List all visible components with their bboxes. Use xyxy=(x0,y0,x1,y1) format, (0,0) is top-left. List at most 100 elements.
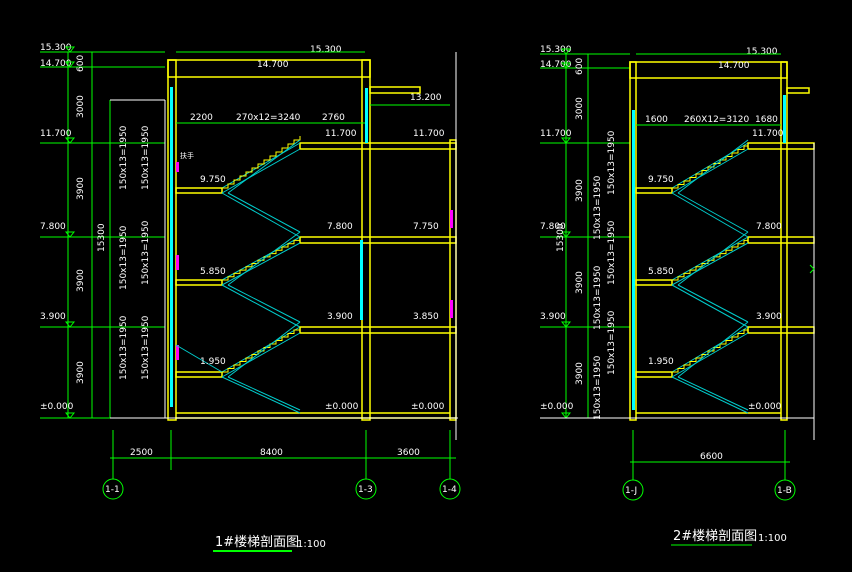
d1-top-level-13200: 13.200 xyxy=(410,93,442,103)
d1-top-labels: 15.300 14.700 13.200 2200 270x12=3240 27… xyxy=(180,45,442,160)
d1-right-3850: 3.850 xyxy=(413,312,439,322)
d1-top-level-14700: 14.700 xyxy=(257,60,289,70)
d2-floor-3900: 3.900 xyxy=(756,312,782,322)
d2-stair-dim-6: 150x13=1950 xyxy=(607,310,617,375)
d2-stair-dim-2: 150x13=1950 xyxy=(607,130,617,195)
d2-stair-dim-3: 150x13=1950 xyxy=(593,265,603,330)
d2-top-dim-1680: 1680 xyxy=(755,115,778,125)
d1-left-levels: 15.300 14.700 11.700 7.800 3.900 ±0.000 xyxy=(40,43,74,412)
d1-landing-5850: 5.850 xyxy=(200,267,226,277)
d2-frame-lines xyxy=(540,143,815,440)
d1-dim-3900c: 3900 xyxy=(76,361,86,384)
d2-dim-600: 600 xyxy=(575,58,585,75)
d2-axis-1: 1-J xyxy=(625,486,637,496)
d1-stairs xyxy=(175,136,301,414)
d2-stairs xyxy=(671,139,749,414)
d2-level-3900: 3.900 xyxy=(540,312,566,322)
d1-level-0: ±0.000 xyxy=(40,402,74,412)
d2-dim-6600: 6600 xyxy=(700,452,723,462)
d2-stair-dim-texts: 150x13=1950 150x13=1950 150x13=1950 150x… xyxy=(593,130,617,420)
d1-axis-3: 1-4 xyxy=(442,485,457,495)
d2-top-dim-line xyxy=(636,53,781,126)
d2-level-11700: 11.700 xyxy=(540,129,572,139)
d2-top-level-15300: 15.300 xyxy=(746,47,778,57)
d1-floor-7800: 7.800 xyxy=(327,222,353,232)
d2-dim-3900c: 3900 xyxy=(575,362,585,385)
d2-dim-3000: 3000 xyxy=(575,97,585,120)
d2-floor-0: ±0.000 xyxy=(748,402,782,412)
d1-scale: 1:100 xyxy=(297,539,326,550)
d2-stair-dim-1: 150x13=1950 xyxy=(593,175,603,240)
d1-landing-levels: 9.750 5.850 1.950 11.700 7.800 3.900 ±0.… xyxy=(200,129,445,412)
d2-axis-2: 1-B xyxy=(777,486,792,496)
d2-dim-3900b: 3900 xyxy=(575,271,585,294)
d2-total-height: 15300 xyxy=(556,223,566,252)
d1-floor-3900: 3.900 xyxy=(327,312,353,322)
d2-stair-dim-4: 150x13=1950 xyxy=(607,220,617,285)
d1-dim-600: 600 xyxy=(76,55,86,72)
d1-stair-dim-6: 150x13=1950 xyxy=(141,315,151,380)
d1-top-level-15300: 15.300 xyxy=(310,45,342,55)
d2-level-14700: 14.700 xyxy=(540,60,572,70)
d2-level-15300: 15.300 xyxy=(540,45,572,55)
d1-dim-3900b: 3900 xyxy=(76,269,86,292)
d1-floor-11700: 11.700 xyxy=(325,129,357,139)
d1-right-11700: 11.700 xyxy=(413,129,445,139)
d1-stair-dim-1: 150x13=1950 xyxy=(119,125,129,190)
d1-dim-3900a: 3900 xyxy=(76,177,86,200)
d1-bottom-dim-lines xyxy=(102,430,461,500)
d1-stair-dim-5: 150x13=1950 xyxy=(119,315,129,380)
d1-total-height: 15300 xyxy=(97,223,107,252)
d1-stair-dim-2: 150x13=1950 xyxy=(141,125,151,190)
d2-title-block: 2#楼梯剖面图 1:100 xyxy=(671,529,787,546)
d1-dim-3000: 3000 xyxy=(76,95,86,118)
d2-top-labels: 15.300 14.700 1600 260X12=3120 1680 xyxy=(645,47,778,125)
d2-landing-1950: 1.950 xyxy=(648,357,674,367)
d2-landing-5850: 5.850 xyxy=(648,267,674,277)
d1-top-dim-2200: 2200 xyxy=(190,113,213,123)
d1-left-dim-texts: 600 3000 3900 3900 3900 15300 xyxy=(76,55,107,384)
d1-top-dim-steps: 270x12=3240 xyxy=(236,113,301,123)
d1-title-block: 1#楼梯剖面图 1:100 xyxy=(213,535,326,552)
d2-bottom-dim-lines xyxy=(622,430,796,501)
d1-level-11700: 11.700 xyxy=(40,129,72,139)
d1-dim-3600: 3600 xyxy=(397,448,420,458)
d1-dim-8400: 8400 xyxy=(260,448,283,458)
d1-stair-dim-3: 150x13=1950 xyxy=(119,225,129,290)
d2-top-dim-steps: 260X12=3120 xyxy=(684,115,750,125)
d1-windows xyxy=(170,87,368,407)
d1-level-3900: 3.900 xyxy=(40,312,66,322)
d2-level-markers xyxy=(560,48,572,419)
d2-stair-dim-5: 150x13=1950 xyxy=(593,355,603,420)
d1-level-14700: 14.700 xyxy=(40,59,72,69)
d2-level-0: ±0.000 xyxy=(540,402,574,412)
d2-title: 2#楼梯剖面图 xyxy=(673,529,757,544)
d1-stair-dim-4: 150x13=1950 xyxy=(141,220,151,285)
d1-level-markers xyxy=(64,46,76,419)
d1-axis-2: 1-3 xyxy=(358,485,373,495)
d2-left-dim-texts: 600 3000 3900 3900 3900 15300 xyxy=(556,58,585,385)
d1-top-dim-2760: 2760 xyxy=(322,113,345,123)
d2-floor-11700: 11.700 xyxy=(752,129,784,139)
d1-dim-2500: 2500 xyxy=(130,448,153,458)
d2-scale: 1:100 xyxy=(758,533,787,544)
d2-dim-3900a: 3900 xyxy=(575,179,585,202)
d2-landing-9750: 9.750 xyxy=(648,175,674,185)
d1-accent-marks xyxy=(176,162,453,360)
d1-frame-lines xyxy=(110,52,458,440)
d1-landing-9750: 9.750 xyxy=(200,175,226,185)
d2-landing-levels: 9.750 5.850 1.950 11.700 7.800 3.900 ±0.… xyxy=(648,129,784,412)
d1-right-7750: 7.750 xyxy=(413,222,439,232)
d1-note-handrail: 扶手 xyxy=(180,151,194,160)
d1-level-7800: 7.800 xyxy=(40,222,66,232)
d1-stair-dim-texts: 150x13=1950 150x13=1950 150x13=1950 150x… xyxy=(119,125,151,380)
d1-axis-1: 1-1 xyxy=(105,485,120,495)
d1-title: 1#楼梯剖面图 xyxy=(215,535,299,550)
d2-level-7800: 7.800 xyxy=(540,222,566,232)
d2-bottom-dims: 6600 1-J 1-B xyxy=(625,452,792,496)
d2-windows xyxy=(632,95,786,410)
d2-left-levels: 15.300 14.700 11.700 7.800 3.900 ±0.000 xyxy=(540,45,574,412)
d1-landing-1950: 1.950 xyxy=(200,357,226,367)
drawing-1: 15.300 14.700 11.700 7.800 3.900 ±0.000 … xyxy=(40,43,461,552)
